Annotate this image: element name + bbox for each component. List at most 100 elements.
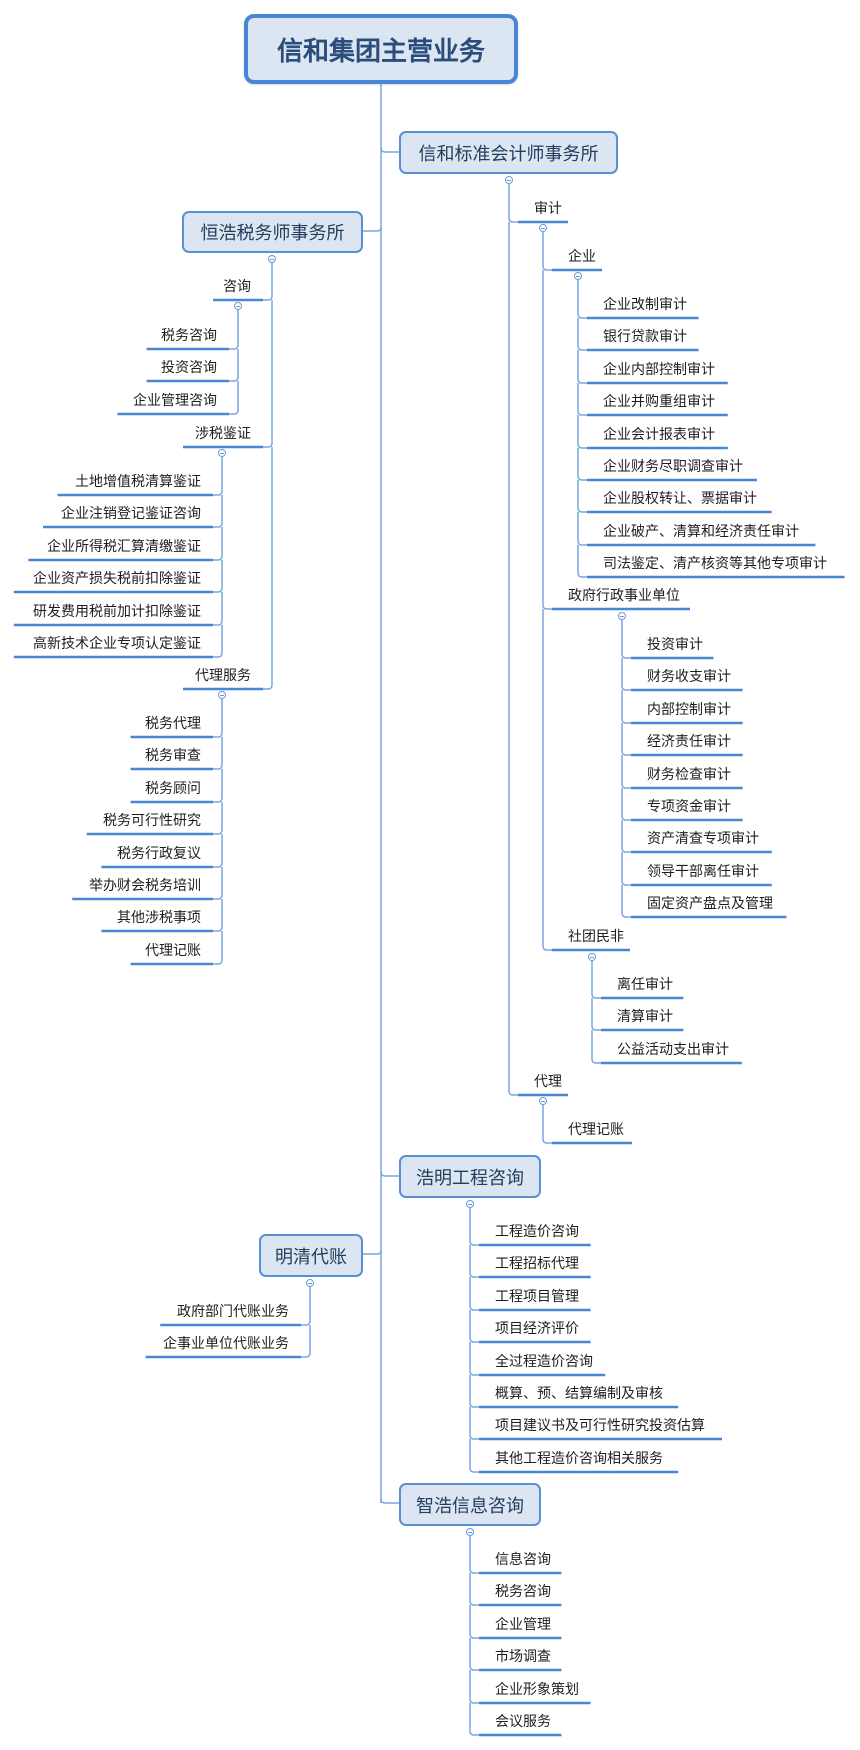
leaf-topic[interactable]: 工程项目管理 [495, 1289, 579, 1305]
leaf-topic[interactable]: 财务收支审计 [647, 669, 731, 685]
leaf-topic[interactable]: 企业所得税汇算清缴鉴证 [47, 539, 201, 555]
leaf-topic[interactable]: 代理记账 [568, 1122, 624, 1138]
topic-zhihao-info[interactable]: 智浩信息咨询 [399, 1483, 541, 1526]
connector-zhihao [380, 1498, 399, 1504]
collapse-toggle-icon[interactable] [234, 302, 242, 310]
leaf-topic[interactable]: 代理记账 [145, 943, 201, 959]
topic-tax-group[interactable]: 代理服务 [195, 668, 251, 684]
leaf-topic[interactable]: 其他涉税事项 [117, 910, 201, 926]
leaf-topic[interactable]: 专项资金审计 [647, 799, 731, 815]
topic-henghao-tax[interactable]: 恒浩税务师事务所 [182, 211, 363, 253]
leaf-topic[interactable]: 举办财会税务培训 [89, 878, 201, 894]
connector-xinhe [380, 147, 399, 153]
leaf-topic[interactable]: 财务检查审计 [647, 767, 731, 783]
leaf-topic[interactable]: 全过程造价咨询 [495, 1354, 593, 1370]
leaf-topic[interactable]: 税务可行性研究 [103, 813, 201, 829]
leaf-topic[interactable]: 企业管理咨询 [133, 393, 217, 409]
collapse-toggle-icon[interactable] [466, 1200, 474, 1208]
leaf-topic[interactable]: 银行贷款审计 [603, 329, 687, 345]
leaf-topic[interactable]: 税务行政复议 [117, 846, 201, 862]
leaf-topic[interactable]: 司法鉴定、清产核资等其他专项审计 [603, 556, 827, 572]
topic-tax-group[interactable]: 咨询 [223, 279, 251, 295]
leaf-topic[interactable]: 离任审计 [617, 977, 673, 993]
leaf-topic[interactable]: 其他工程造价咨询相关服务 [495, 1451, 663, 1467]
topic-audit-group[interactable]: 政府行政事业单位 [568, 588, 680, 604]
collapse-toggle-icon[interactable] [618, 612, 626, 620]
topic-audit-group[interactable]: 企业 [568, 249, 596, 265]
leaf-topic[interactable]: 内部控制审计 [647, 702, 731, 718]
leaf-topic[interactable]: 企业资产损失税前扣除鉴证 [33, 571, 201, 587]
leaf-topic[interactable]: 清算审计 [617, 1009, 673, 1025]
branch-connector [469, 1439, 479, 1473]
leaf-topic[interactable]: 信息咨询 [495, 1552, 551, 1568]
branch-connector [577, 545, 587, 578]
leaf-topic[interactable]: 企事业单位代账业务 [163, 1336, 289, 1352]
collapse-toggle-icon[interactable] [218, 449, 226, 457]
branch-connector [469, 1573, 479, 1606]
leaf-topic[interactable]: 企业改制审计 [603, 297, 687, 313]
leaf-topic[interactable]: 概算、预、结算编制及审核 [495, 1386, 663, 1402]
leaf-topic[interactable]: 项目经济评价 [495, 1321, 579, 1337]
collapse-toggle-icon[interactable] [505, 176, 513, 184]
collapse-toggle-icon[interactable] [218, 691, 226, 699]
leaf-topic[interactable]: 税务咨询 [161, 328, 217, 344]
topic-tax-group[interactable]: 涉税鉴证 [195, 426, 251, 442]
leaf-topic[interactable]: 企业财务尽职调查审计 [603, 459, 743, 475]
leaf-topic[interactable]: 税务代理 [145, 716, 201, 732]
branch-connector [621, 690, 631, 724]
leaf-topic[interactable]: 市场调查 [495, 1649, 551, 1665]
leaf-topic[interactable]: 企业会计报表审计 [603, 427, 715, 443]
topic-mingqing-bookkeeping[interactable]: 明清代账 [259, 1234, 363, 1277]
leaf-topic[interactable]: 企业管理 [495, 1617, 551, 1633]
topic-haoming-engineering[interactable]: 浩明工程咨询 [399, 1155, 541, 1198]
leaf-topic[interactable]: 投资咨询 [161, 360, 217, 376]
collapse-toggle-icon[interactable] [539, 1097, 547, 1105]
topic-agency[interactable]: 代理 [534, 1074, 562, 1090]
leaf-topic[interactable]: 项目建议书及可行性研究投资估算 [495, 1418, 705, 1434]
branch-connector [542, 270, 552, 610]
topic-audit[interactable]: 审计 [534, 201, 562, 217]
collapse-toggle-icon[interactable] [268, 255, 276, 263]
leaf-topic[interactable]: 固定资产盘点及管理 [647, 896, 773, 912]
leaf-topic[interactable]: 会议服务 [495, 1714, 551, 1730]
leaf-topic[interactable]: 企业形象策划 [495, 1682, 579, 1698]
leaf-topic[interactable]: 税务顾问 [145, 781, 201, 797]
branch-connector [213, 699, 223, 738]
root-topic-label: 信和集团主营业务 [276, 36, 485, 67]
leaf-topic[interactable]: 高新技术企业专项认定鉴证 [33, 636, 201, 652]
branch-connector [577, 350, 587, 384]
leaf-topic[interactable]: 资产清查专项审计 [647, 831, 759, 847]
leaf-topic[interactable]: 研发费用税前加计扣除鉴证 [33, 604, 201, 620]
leaf-topic[interactable]: 企业股权转让、票据审计 [603, 491, 757, 507]
branch-connector [577, 280, 587, 319]
branch-connector [469, 1670, 479, 1704]
branch-connector [508, 184, 518, 223]
leaf-topic[interactable]: 工程造价咨询 [495, 1224, 579, 1240]
collapse-toggle-icon[interactable] [574, 272, 582, 280]
leaf-topic[interactable]: 企业注销登记鉴证咨询 [61, 506, 201, 522]
leaf-topic[interactable]: 税务咨询 [495, 1584, 551, 1600]
leaf-topic[interactable]: 领导干部离任审计 [647, 864, 759, 880]
connector-haoming [380, 1171, 399, 1177]
topic-audit-group[interactable]: 社团民非 [568, 929, 624, 945]
leaf-topic[interactable]: 企业并购重组审计 [603, 394, 715, 410]
collapse-toggle-icon[interactable] [588, 953, 596, 961]
leaf-topic[interactable]: 公益活动支出审计 [617, 1042, 729, 1058]
branch-connector [577, 318, 587, 351]
leaf-topic[interactable]: 企业内部控制审计 [603, 362, 715, 378]
leaf-topic[interactable]: 工程招标代理 [495, 1256, 579, 1272]
collapse-toggle-icon[interactable] [466, 1528, 474, 1536]
collapse-toggle-icon[interactable] [539, 224, 547, 232]
root-topic[interactable]: 信和集团主营业务 [244, 14, 518, 84]
leaf-topic[interactable]: 投资审计 [647, 637, 703, 653]
leaf-topic[interactable]: 土地增值税清算鉴证 [75, 474, 201, 490]
leaf-topic[interactable]: 企业破产、清算和经济责任审计 [603, 524, 799, 540]
branch-connector [213, 769, 223, 803]
collapse-toggle-icon[interactable] [306, 1279, 314, 1287]
topic-xinhe-cpa[interactable]: 信和标准会计师事务所 [399, 131, 618, 174]
leaf-topic[interactable]: 税务审查 [145, 748, 201, 764]
leaf-topic[interactable]: 经济责任审计 [647, 734, 731, 750]
leaf-topic[interactable]: 政府部门代账业务 [177, 1304, 289, 1320]
branch-connector [621, 852, 631, 886]
